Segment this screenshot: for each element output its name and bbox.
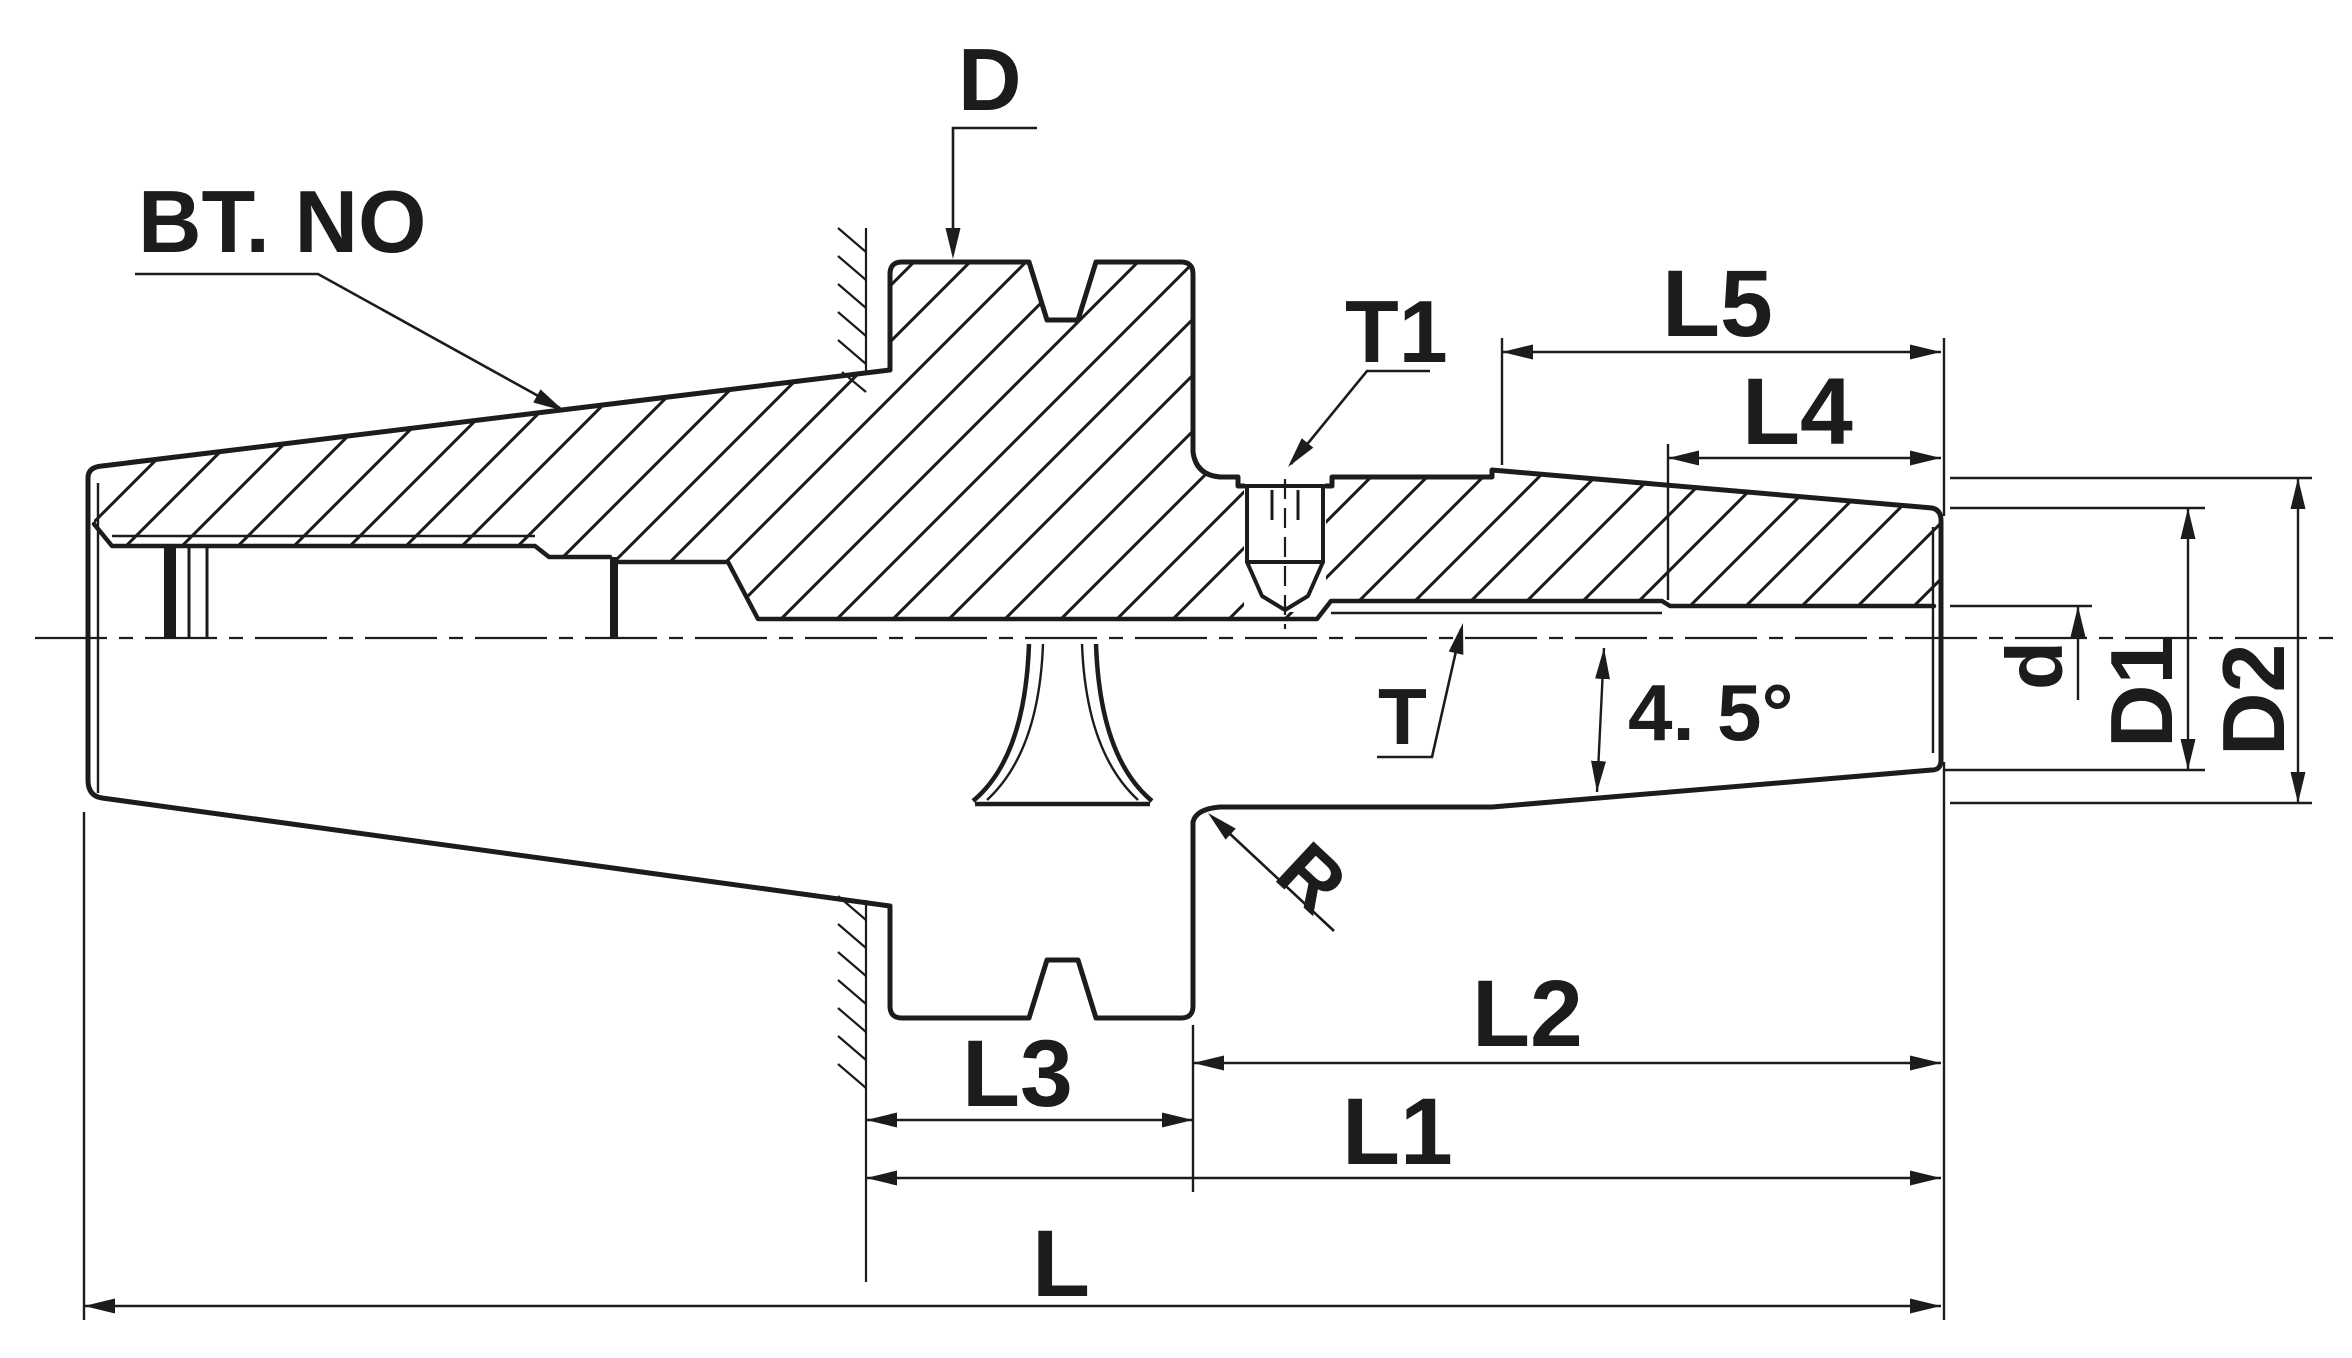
dimension-lines: [84, 344, 2306, 1314]
label-shank-taper: BT. NO: [138, 172, 426, 271]
flange: [887, 259, 1223, 1021]
leader-arrowheads: [533, 228, 1464, 840]
label-set-screw: T1: [1345, 282, 1448, 381]
leader-bt-no: [135, 272, 561, 410]
leader-D: [951, 126, 1037, 250]
label-flange-diameter: D: [958, 30, 1022, 129]
label-nose-end-diameter: D1: [2092, 636, 2191, 749]
label-bore-depth: L4: [1742, 359, 1853, 465]
label-gauge-length: L1: [1342, 1079, 1453, 1185]
datum-hatch-ticks-top: [837, 227, 867, 393]
label-projection-length: L2: [1472, 961, 1583, 1067]
label-nose-length: L5: [1662, 251, 1773, 357]
tool-body-outline: [85, 259, 1944, 1021]
internal-groove-rings: [164, 546, 618, 638]
thread-relief-groove: [164, 546, 176, 638]
labels: BT. NO D T1 L5 L4 4. 5° T R d D1 D2 L3 L…: [138, 30, 2303, 1317]
bore-undercut-groove: [610, 557, 618, 638]
section-hatch: [94, 262, 1941, 638]
datum-hatch-ticks-bottom: [837, 895, 867, 1089]
label-taper-angle: 4. 5°: [1628, 668, 1793, 757]
leader-R: [1212, 817, 1335, 932]
leader-T1: [1289, 369, 1430, 465]
taper-shank: [85, 367, 893, 909]
label-flange-length: L3: [962, 1021, 1073, 1127]
flange-groove-silhouette: [971, 643, 1154, 807]
gauge-plane-datum: [837, 227, 868, 1282]
neck-and-nose: [1217, 467, 1944, 810]
internal-bore-profile: [91, 521, 1937, 622]
dim-taper-angle: [1591, 647, 1610, 793]
label-fillet-radius: R: [1260, 825, 1363, 929]
leader-lines: [135, 126, 1463, 932]
set-screw: [1245, 479, 1325, 629]
extension-lines: [82, 338, 2312, 1320]
label-overall-length: L: [1032, 1211, 1090, 1317]
label-thread: T: [1378, 672, 1427, 761]
leader-T: [1377, 628, 1463, 759]
label-bore-diameter: d: [1990, 641, 2079, 690]
label-nose-base-diameter: D2: [2204, 644, 2303, 757]
